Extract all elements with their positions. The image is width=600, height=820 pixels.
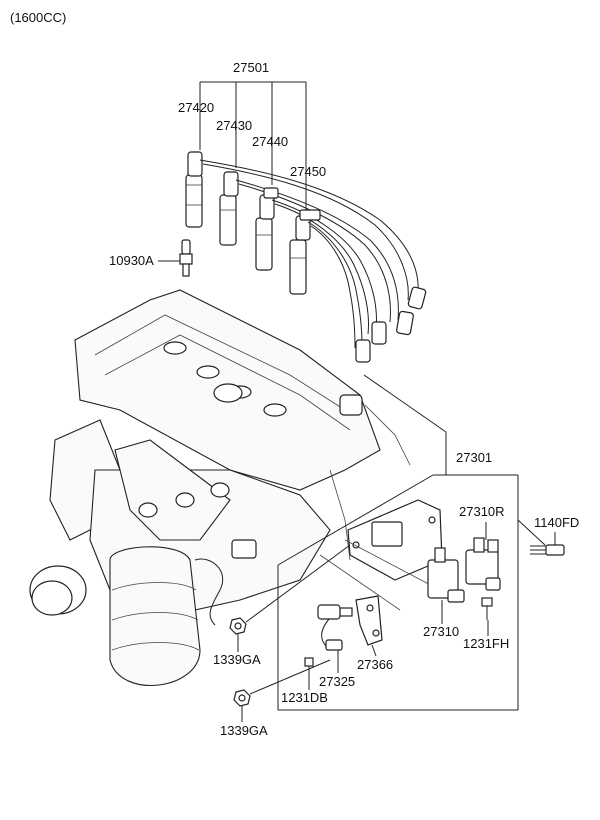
screw-1231FH: [481, 597, 493, 620]
part-label-27325[interactable]: 27325: [319, 674, 355, 689]
ignition-coil-27310: [427, 547, 465, 603]
part-label-27366[interactable]: 27366: [357, 657, 393, 672]
spark-plug-cable-set: [185, 151, 427, 363]
part-label-27440[interactable]: 27440: [252, 134, 288, 149]
part-label-27450[interactable]: 27450: [290, 164, 326, 179]
nut-1339GA-upper: [229, 544, 351, 635]
part-label-27501[interactable]: 27501: [233, 60, 269, 75]
ignition-coil-27310R: [465, 537, 501, 591]
bolt-1140FD: [530, 544, 565, 556]
part-label-1231FH[interactable]: 1231FH: [463, 636, 509, 651]
engine-illustration: [29, 289, 411, 686]
cable-boot-4: [289, 215, 311, 295]
part-label-1339GA-lower[interactable]: 1339GA: [220, 723, 268, 738]
part-label-10930A[interactable]: 10930A: [109, 253, 154, 268]
part-label-27301[interactable]: 27301: [456, 450, 492, 465]
coil-bracket: [319, 499, 443, 611]
nut-1339GA-lower: [233, 659, 331, 707]
part-label-1339GA-upper[interactable]: 1339GA: [213, 652, 261, 667]
sensor-bracket-27366: [355, 595, 383, 646]
part-label-27430[interactable]: 27430: [216, 118, 252, 133]
screw-1231DB: [304, 657, 314, 676]
part-label-27420[interactable]: 27420: [178, 100, 214, 115]
part-label-27310[interactable]: 27310: [423, 624, 459, 639]
cable-boot-3: [255, 194, 275, 271]
coil-group-box: 27301: [277, 374, 519, 711]
part-label-1140FD[interactable]: 1140FD: [534, 515, 579, 530]
leader-27501: 27501: [199, 60, 307, 210]
sensor-27325: [317, 604, 353, 651]
engine-variant-label: (1600CC): [10, 10, 66, 25]
cable-boot-2: [219, 171, 239, 246]
part-label-27310R[interactable]: 27310R: [459, 504, 505, 519]
cable-boot-1: [185, 151, 203, 228]
part-label-1231DB[interactable]: 1231DB: [281, 690, 328, 705]
spark-plug: [179, 239, 193, 277]
